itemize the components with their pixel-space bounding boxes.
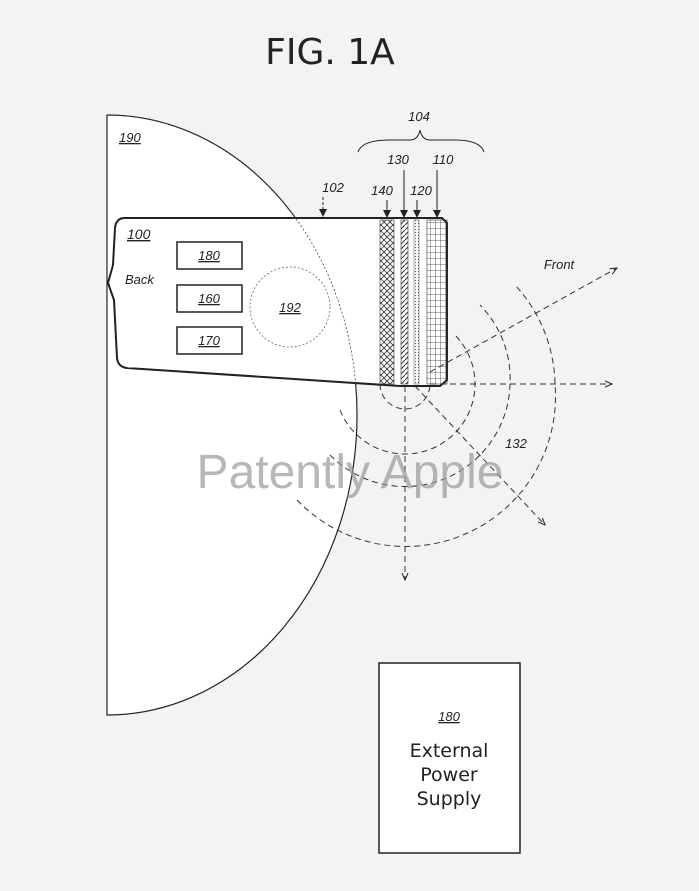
front-label: Front: [544, 257, 576, 272]
ray-diagonal: [414, 385, 545, 525]
region-192-label: 192: [279, 300, 301, 315]
device-label: 100: [127, 226, 151, 242]
component-180-box: [176, 241, 243, 270]
user-label: 190: [119, 130, 141, 145]
component-170-label: 170: [198, 333, 220, 348]
layer-130: [400, 219, 409, 385]
component-170-box: [176, 326, 243, 355]
user-body-overlap-edge: [106, 114, 358, 416]
back-label: Back: [125, 272, 155, 287]
component-180-label: 180: [198, 248, 220, 263]
external-power-line1: External: [410, 740, 489, 762]
layer-110-label: 110: [433, 152, 454, 167]
layer-120: [413, 219, 420, 385]
external-power-line3: Supply: [417, 788, 482, 810]
housing-label: 102: [322, 180, 344, 195]
external-power-supply-box: [378, 662, 521, 854]
external-power-ref: 180: [438, 709, 460, 724]
component-160-label: 160: [198, 291, 220, 306]
field-132-label: 132: [505, 436, 527, 451]
watermark: Patently Apple: [197, 446, 504, 499]
region-192-circle: [249, 266, 331, 348]
emission-waves: [296, 284, 556, 547]
layer-140: [379, 219, 395, 385]
user-body-190: [106, 114, 358, 716]
layer-120-label: 120: [410, 183, 432, 198]
component-160-box: [176, 284, 243, 313]
ray-front: [429, 268, 617, 373]
device-housing: [106, 217, 448, 387]
external-power-line2: Power: [420, 764, 478, 786]
stack-brace: [357, 129, 485, 153]
layer-140-label: 140: [371, 183, 393, 198]
stack-label: 104: [408, 109, 430, 124]
layer-110: [426, 219, 448, 385]
figure-title: FIG. 1A: [265, 32, 395, 73]
layer-130-label: 130: [387, 152, 409, 167]
